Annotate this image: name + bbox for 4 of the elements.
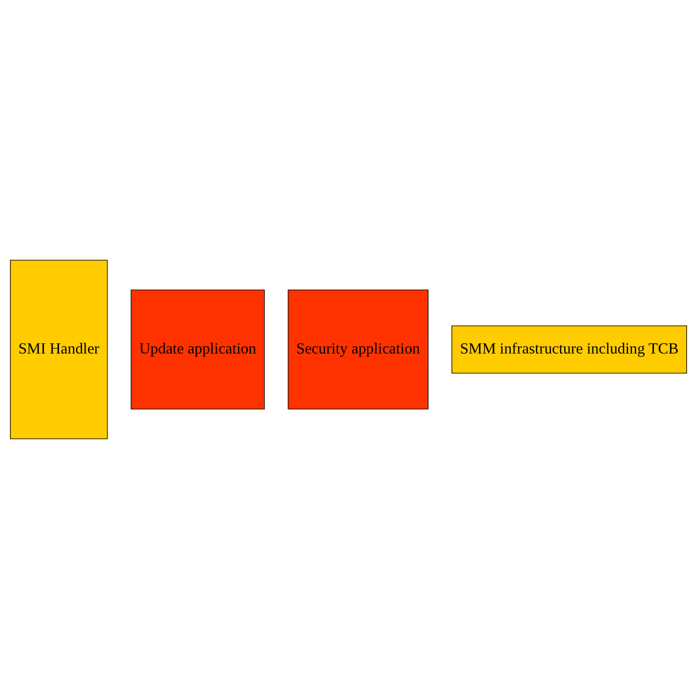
node-box: Security application: [288, 289, 428, 409]
node-box: Update application: [130, 289, 265, 409]
node-box: SMI Handler: [10, 259, 108, 439]
node-box: SMM infrastructure including TCB: [452, 324, 687, 374]
